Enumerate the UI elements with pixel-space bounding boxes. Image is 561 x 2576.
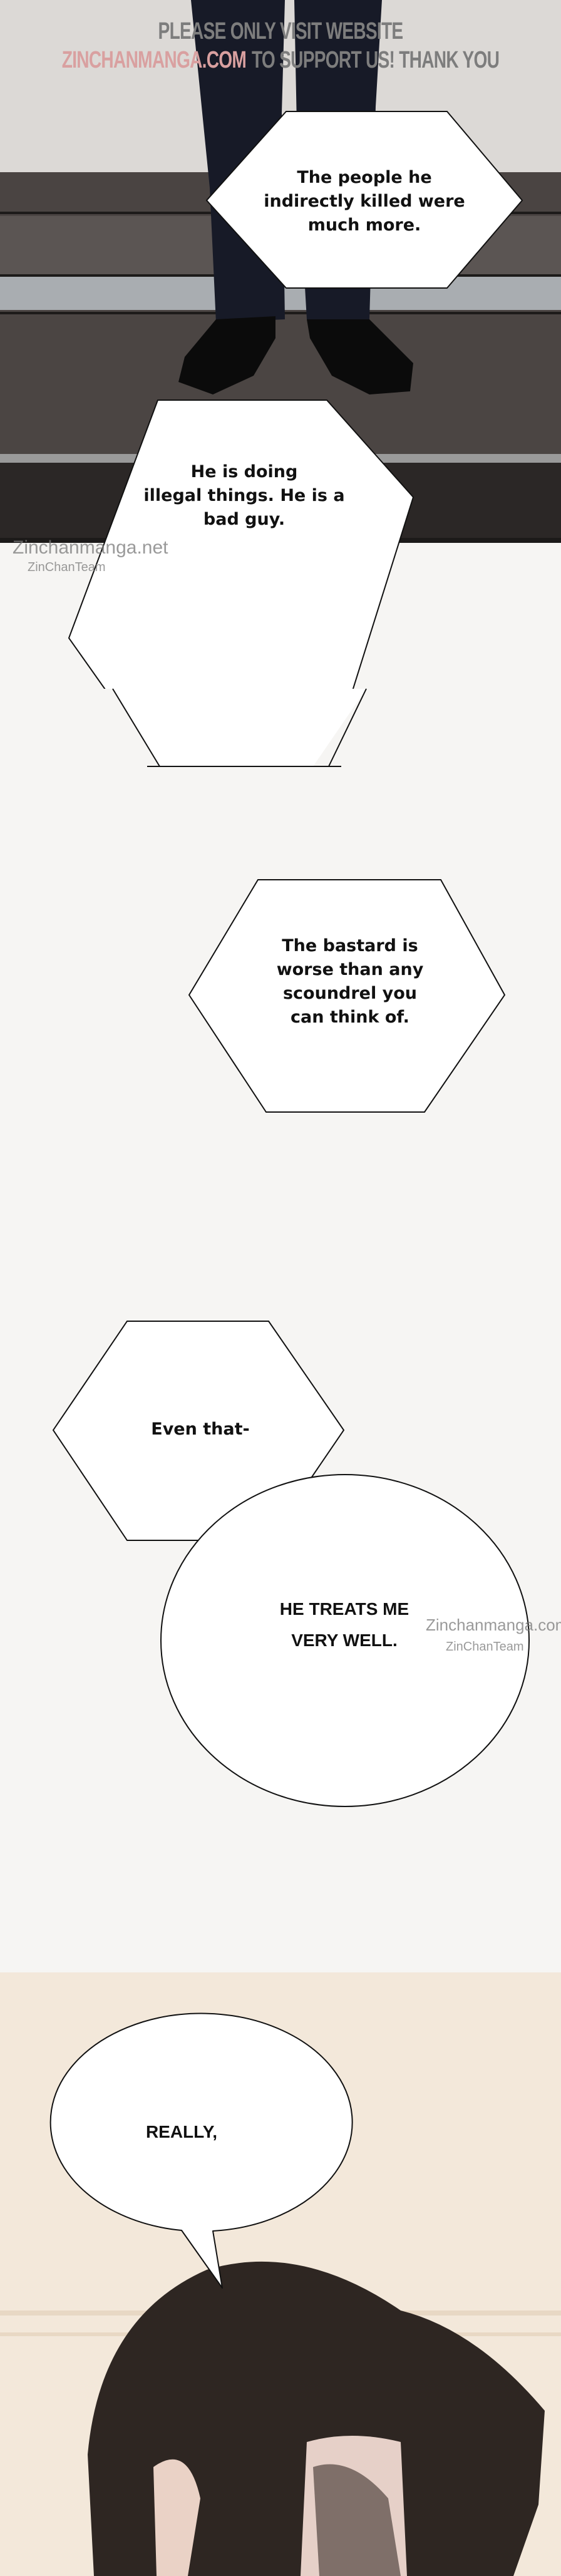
watermark-site-link: ZINCHANMANGA.COM (61, 47, 247, 73)
bubble-text-5: HE TREATS ME VERY WELL. (279, 1599, 409, 1650)
watermark-row-1: PLEASE ONLY VISIT WEBSITE (73, 18, 488, 45)
character-hair (88, 2261, 545, 2576)
bubble-text-2: He is doing illegal things. He is a bad … (143, 462, 345, 529)
bubble-text-6: REALLY, (145, 2122, 218, 2141)
bubble-text-3: The bastard is worse than any scoundrel … (276, 936, 424, 1027)
oval-bubble (160, 1474, 530, 1807)
watermark-line-2: TO SUPPORT US! THANK YOU (251, 47, 500, 73)
credit-team-2: ZinChanTeam (446, 1640, 524, 1654)
credit-team-1: ZinChanTeam (28, 560, 106, 574)
hex-bubble-3 (188, 879, 506, 1113)
bubble-text-4: Even that- (151, 1419, 250, 1439)
credit-site-2: Zinchanmanga.com (426, 1615, 561, 1634)
speech-bubble (49, 2012, 353, 2289)
watermark-line-1: PLEASE ONLY VISIT WEBSITE (158, 18, 404, 44)
credit-site-1: Zinchanmanga.net (13, 537, 168, 558)
bubble-text-1: The people he indirectly killed were muc… (264, 168, 465, 235)
watermark-row-2: ZINCHANMANGA.COM TO SUPPORT US! THANK YO… (62, 46, 500, 74)
hex-bubble-1 (205, 111, 523, 289)
